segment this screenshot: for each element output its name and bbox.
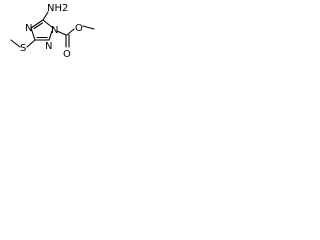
bond-c3-s [26, 39, 36, 48]
bond-ester-o-ch3 [82, 25, 95, 30]
ring-n2-label: N [45, 41, 52, 52]
amine-label: NH2 [47, 3, 68, 14]
sulfur-label: S [20, 43, 26, 54]
bond-n4-c5-double [33, 22, 44, 30]
chemical-structure-diagram: NH2 N N N S O O [10, 3, 95, 60]
ring-n1-label: N [51, 25, 58, 36]
bond-n4-c5 [30, 19, 44, 29]
ring-n4-label: N [25, 23, 32, 34]
bond-n1-carbonyl-c [56, 30, 67, 36]
triazole-ring [30, 19, 54, 41]
bond-c5-nh2 [42, 11, 49, 21]
bond-c5-n1 [42, 19, 54, 29]
bond-c3-n4 [30, 27, 36, 41]
bond-s-ch3 [10, 39, 21, 48]
carbonyl-oxygen-label: O [63, 49, 71, 60]
ester-oxygen-label: O [75, 23, 83, 34]
bond-n1-n2 [48, 27, 54, 41]
bond-carbonyl-c-ester-o [66, 28, 75, 36]
